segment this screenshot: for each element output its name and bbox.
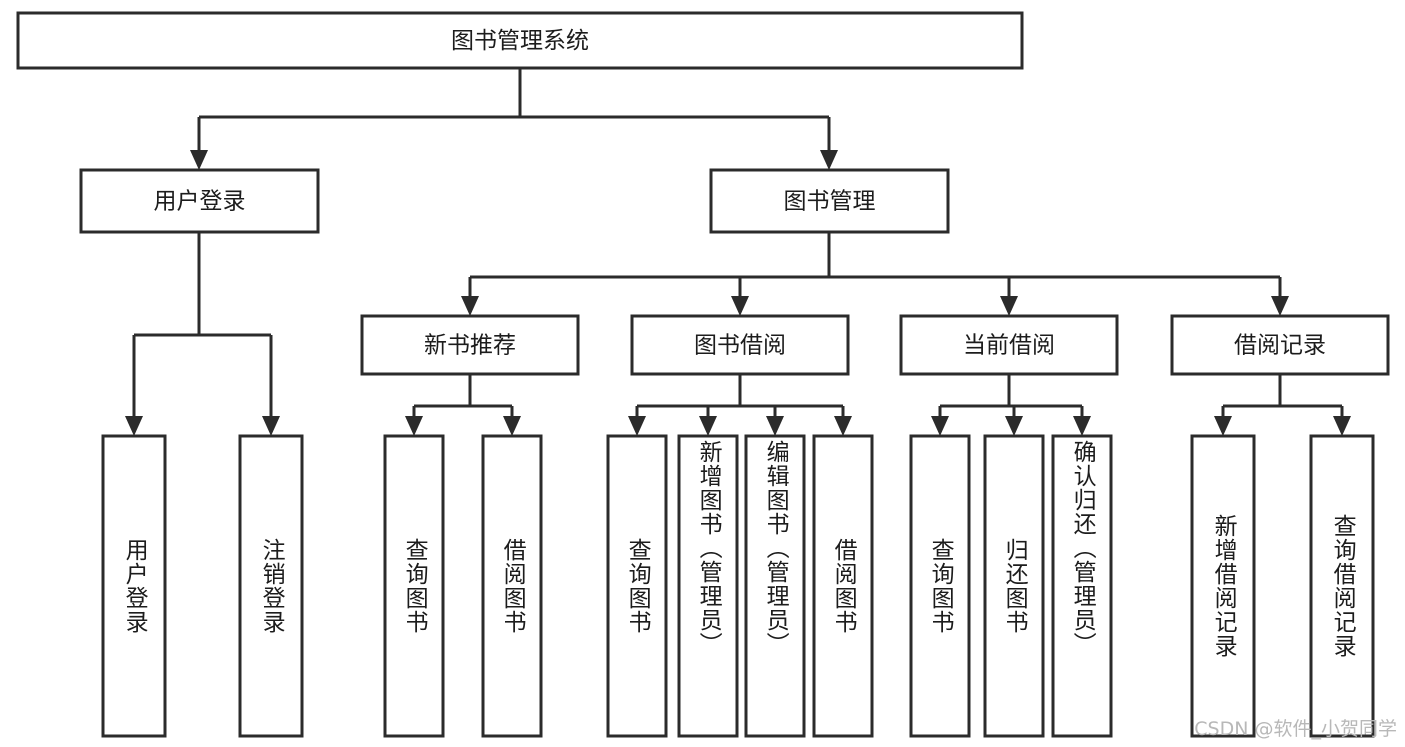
node-level2-label-0: 用户登录 xyxy=(154,189,246,215)
node-leaf-6[interactable] xyxy=(744,434,806,738)
node-level3-label-3: 借阅记录 xyxy=(1234,333,1326,359)
level3-1-to-leaves-arrow-3 xyxy=(834,416,852,436)
node-leaf-2[interactable] xyxy=(383,434,445,738)
node-root[interactable] xyxy=(16,11,1024,70)
level3-2-to-leaves-arrow-2 xyxy=(1073,416,1091,436)
login-to-leaves-arrow-1 xyxy=(262,416,280,436)
root-to-level2-arrow-0 xyxy=(190,150,208,170)
level3-2-to-leaves-arrow-0 xyxy=(931,416,949,436)
node-leaf-8[interactable] xyxy=(909,434,971,738)
node-level2-0[interactable] xyxy=(79,168,320,234)
level3-3-to-leaves-arrow-1 xyxy=(1333,416,1351,436)
level3-2-to-leaves-arrow-1 xyxy=(1005,416,1023,436)
node-leaf-7[interactable] xyxy=(812,434,874,738)
node-level3-2[interactable] xyxy=(899,314,1119,376)
node-level3-1[interactable] xyxy=(630,314,850,376)
books-to-level3-arrow-0 xyxy=(461,296,479,316)
level3-1-to-leaves-arrow-0 xyxy=(628,416,646,436)
connector-layer xyxy=(125,68,1351,436)
login-to-leaves-arrow-0 xyxy=(125,416,143,436)
node-leaf-11[interactable] xyxy=(1190,434,1256,738)
node-leaf-4[interactable] xyxy=(606,434,668,738)
node-level3-label-1: 图书借阅 xyxy=(694,333,786,359)
node-level2-label-1: 图书管理 xyxy=(784,189,876,215)
node-root-label: 图书管理系统 xyxy=(451,28,589,54)
node-leaf-1[interactable] xyxy=(238,434,304,738)
node-level2-1[interactable] xyxy=(709,168,950,234)
level3-3-to-leaves-arrow-0 xyxy=(1214,416,1232,436)
books-to-level3-arrow-3 xyxy=(1271,296,1289,316)
node-leaf-3[interactable] xyxy=(481,434,543,738)
level3-1-to-leaves-arrow-1 xyxy=(699,416,717,436)
level3-1-to-leaves-arrow-2 xyxy=(766,416,784,436)
root-to-level2-arrow-1 xyxy=(820,150,838,170)
books-to-level3-arrow-2 xyxy=(1000,296,1018,316)
node-level3-label-0: 新书推荐 xyxy=(424,333,516,359)
level3-0-to-leaves-arrow-1 xyxy=(503,416,521,436)
level3-0-to-leaves-arrow-0 xyxy=(405,416,423,436)
node-level3-0[interactable] xyxy=(360,314,580,376)
node-leaf-0[interactable] xyxy=(101,434,167,738)
node-leaf-10[interactable] xyxy=(1051,434,1113,738)
node-level3-label-2: 当前借阅 xyxy=(963,333,1055,359)
books-to-level3-arrow-1 xyxy=(731,296,749,316)
node-leaf-12[interactable] xyxy=(1309,434,1375,738)
node-level3-3[interactable] xyxy=(1170,314,1390,376)
node-leaf-5[interactable] xyxy=(677,434,739,738)
box-layer xyxy=(16,11,1390,738)
node-leaf-9[interactable] xyxy=(983,434,1045,738)
